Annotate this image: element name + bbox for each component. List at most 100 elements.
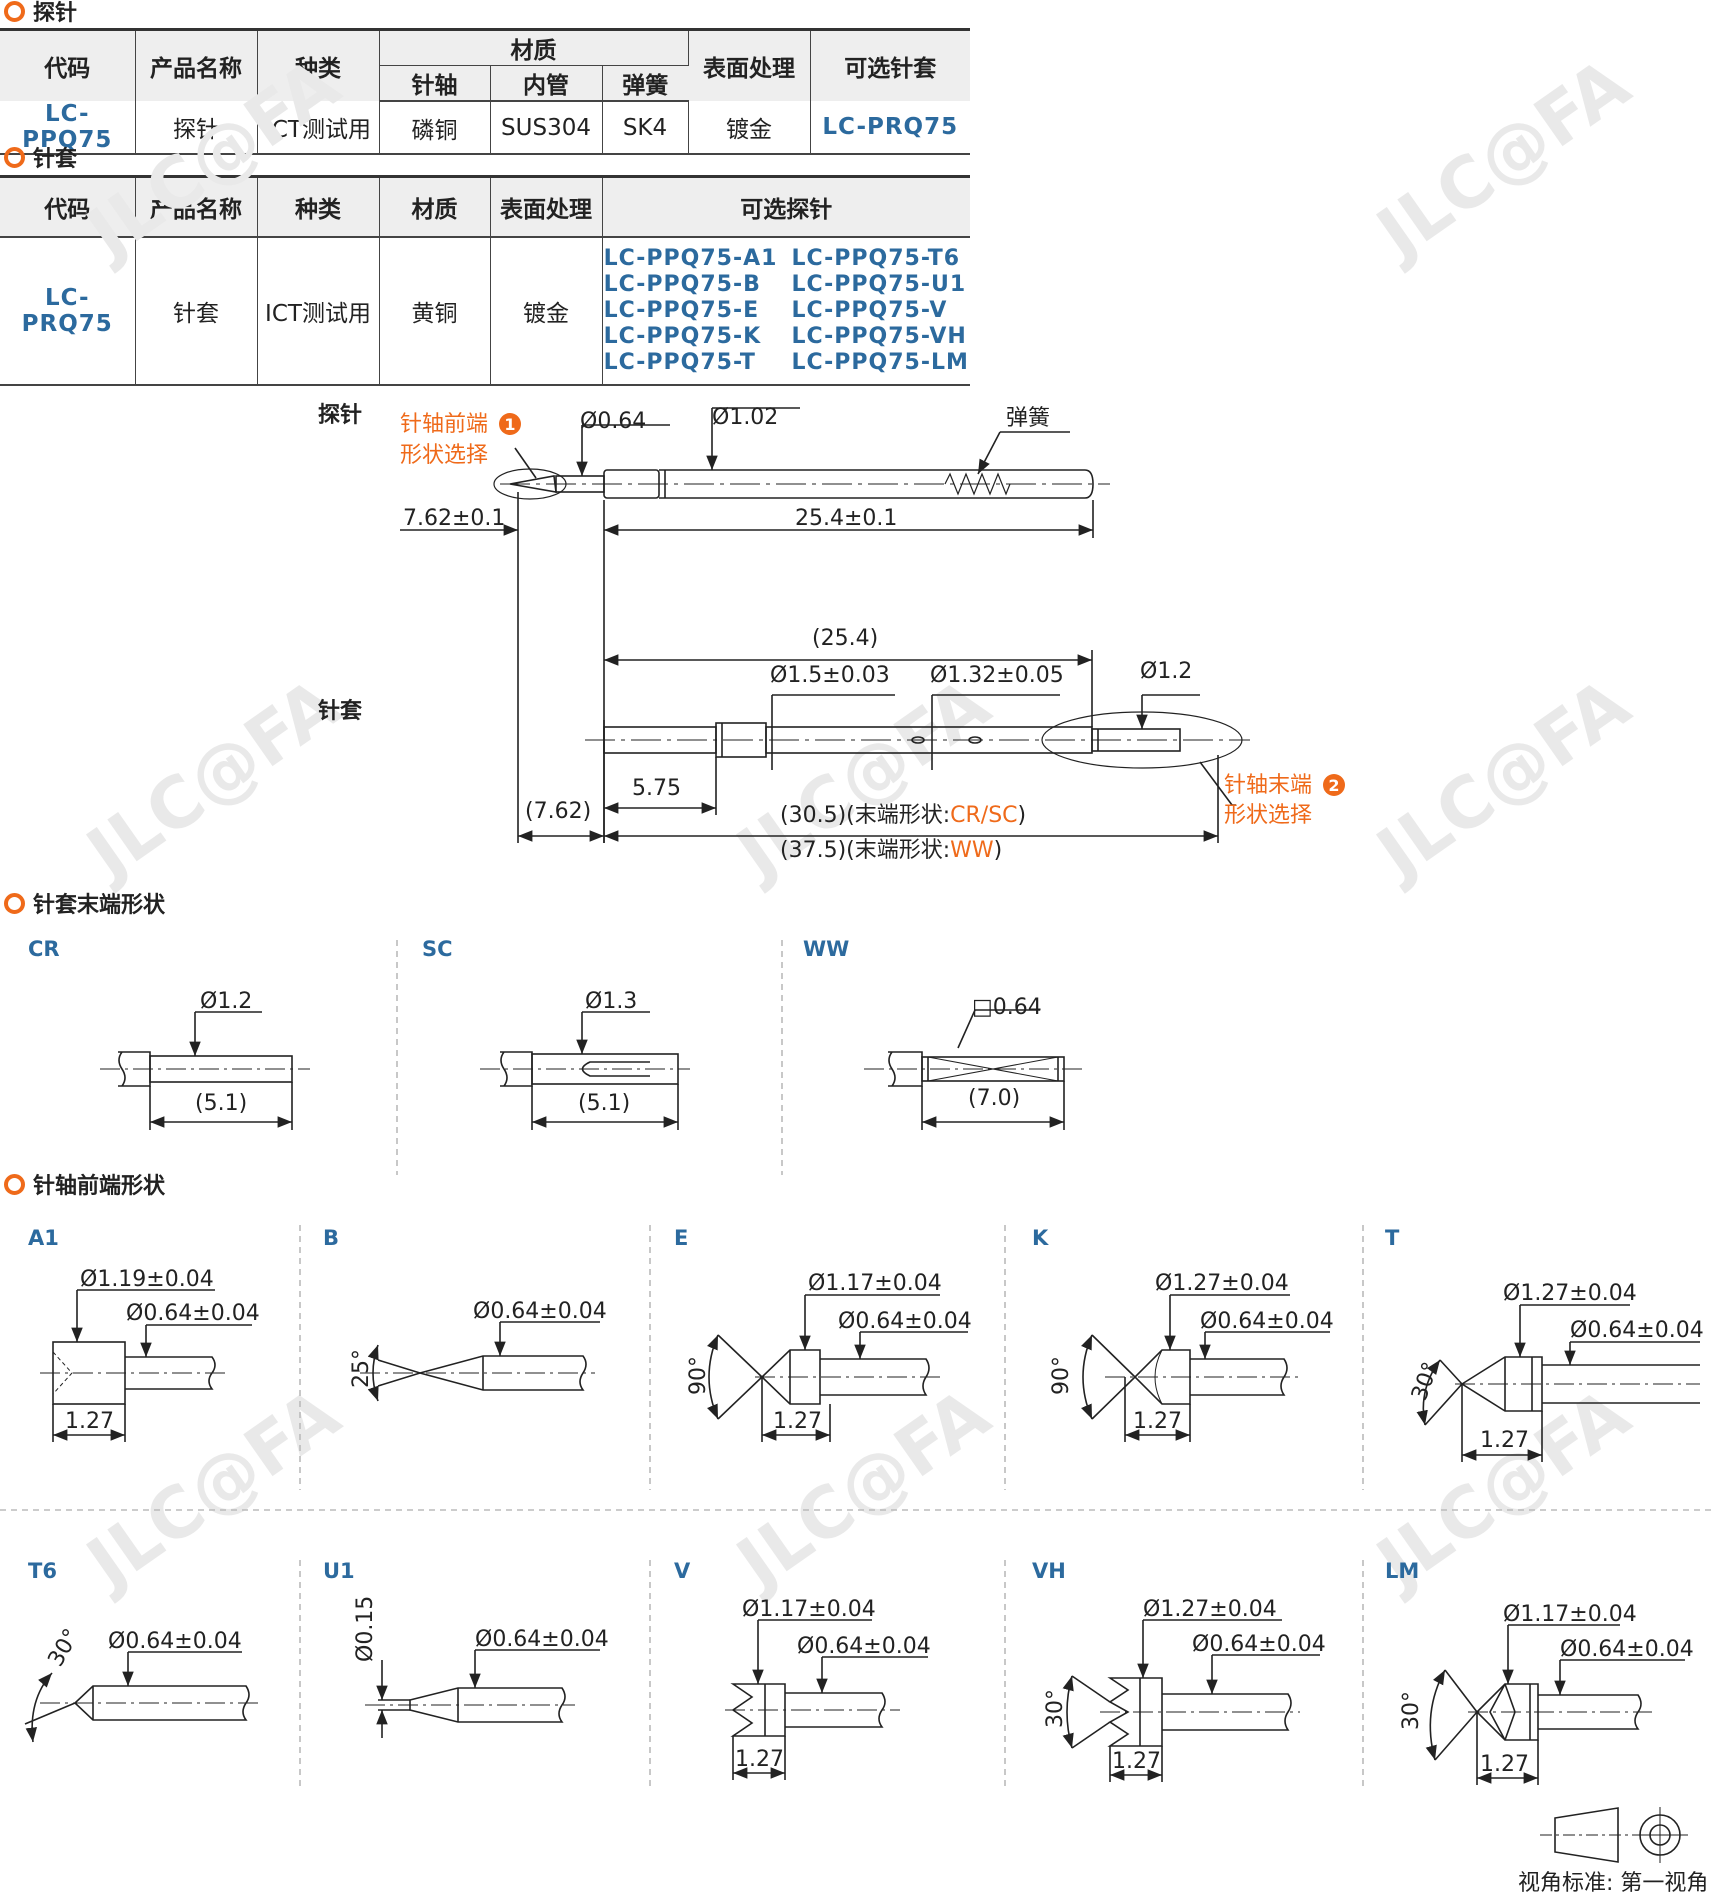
dim-label: Ø1.19±0.04 xyxy=(80,1267,214,1292)
header-sleeve: 可选针套 xyxy=(810,28,970,101)
dim-label: Ø0.64±0.04 xyxy=(1560,1637,1694,1662)
header-probes: 可选探针 xyxy=(602,175,970,238)
probe-link[interactable]: LC-PPQ75-E xyxy=(603,298,760,323)
angle-label: 30° xyxy=(1043,1689,1068,1728)
cell-kind: ICT测试用 xyxy=(257,237,380,386)
dim-label: 1.27 xyxy=(65,1409,114,1434)
section-bullet-icon xyxy=(4,146,25,168)
sleeve-drawing-label: 针套 xyxy=(318,698,362,724)
probe-link[interactable]: LC-PPQ75-VH xyxy=(791,324,967,349)
dim-254: 25.4±0.1 xyxy=(795,506,897,531)
probe-link[interactable]: LC-PPQ75-B xyxy=(603,272,761,297)
tip-code-vh: VH xyxy=(1032,1559,1066,1583)
dim-375: (37.5)(末端形状:WW) xyxy=(780,838,1002,863)
probe-link[interactable]: LC-PPQ75-A1 xyxy=(603,246,778,271)
callout1-text: 形状选择 xyxy=(400,443,488,468)
callout2-text: 针轴末端 xyxy=(1224,773,1312,798)
cell-surface: 镀金 xyxy=(688,101,811,155)
dim-label: 1.27 xyxy=(1112,1749,1161,1774)
dim-254p: (25.4) xyxy=(812,626,878,651)
dim-d064: Ø0.64 xyxy=(580,409,646,434)
dim-label: Ø0.64±0.04 xyxy=(126,1301,260,1326)
header-name: 产品名称 xyxy=(135,175,258,238)
probe-link[interactable]: LC-PPQ75-U1 xyxy=(791,272,967,297)
header-shaft: 针轴 xyxy=(379,65,491,102)
probe-link[interactable]: LC-PPQ75-K xyxy=(603,324,762,349)
table-row: LC-PPQ75 探针 ICT测试用 磷铜 SUS304 SK4 镀金 LC-P… xyxy=(0,101,970,155)
dim-label: Ø1.17±0.04 xyxy=(808,1271,942,1296)
probe-list-cell: LC-PPQ75-A1 LC-PPQ75-T6 LC-PPQ75-B LC-PP… xyxy=(602,237,971,386)
sleeve-code-link[interactable]: LC-PRQ75 xyxy=(810,101,970,155)
end-shape-code-cr: CR xyxy=(28,937,60,961)
header-code: 代码 xyxy=(0,175,136,238)
watermark-logo: JLC@FA xyxy=(1359,43,1644,276)
header-kind: 种类 xyxy=(257,175,380,238)
section-title-tip-shapes: 针轴前端形状 xyxy=(0,1169,165,1199)
probe-link[interactable]: LC-PPQ75-LM xyxy=(791,350,969,375)
probe-link[interactable]: LC-PPQ75-T6 xyxy=(791,246,961,271)
end-shape-code-ww: WW xyxy=(803,937,849,961)
section-bullet-icon xyxy=(4,0,25,22)
callout1-text: 针轴前端 xyxy=(400,412,488,437)
cell-name: 针套 xyxy=(135,237,258,386)
dim-label: Ø0.64±0.04 xyxy=(797,1634,931,1659)
dim-762p: (7.62) xyxy=(525,799,591,824)
header-kind: 种类 xyxy=(257,28,380,101)
section-title-sleeve: 针套 xyxy=(0,142,77,172)
dim-label: □0.64 xyxy=(972,995,1042,1020)
dim-d132: Ø1.32±0.05 xyxy=(930,663,1064,688)
dim-label: Ø1.2 xyxy=(200,989,252,1014)
probe-code-link[interactable]: LC-PPQ75 xyxy=(0,101,136,155)
tip-code-b: B xyxy=(323,1226,339,1250)
first-angle-projection-icon xyxy=(1540,1807,1688,1863)
dim-762: 7.62±0.1 xyxy=(403,506,505,531)
dim-label: Ø0.15 xyxy=(353,1596,378,1662)
probe-link[interactable]: LC-PPQ75-V xyxy=(791,298,948,323)
dim-label: 1.27 xyxy=(1133,1409,1182,1434)
sleeve-code-link[interactable]: LC-PRQ75 xyxy=(0,237,136,386)
section-title-probe: 探针 xyxy=(0,0,77,26)
dim-label: 1.27 xyxy=(735,1747,784,1772)
cell-shaft: 磷铜 xyxy=(379,101,491,155)
tip-code-v: V xyxy=(674,1559,691,1583)
header-name: 产品名称 xyxy=(135,28,258,101)
table-row: LC-PRQ75 针套 ICT测试用 黄铜 镀金 LC-PPQ75-A1 LC-… xyxy=(0,237,971,386)
dim-label: Ø1.3 xyxy=(585,989,637,1014)
watermark-logo: JLC@FA xyxy=(69,1373,354,1606)
tip-code-t: T xyxy=(1385,1226,1400,1250)
cell-material: 黄铜 xyxy=(379,237,491,386)
angle-label: 90° xyxy=(686,1356,711,1395)
view-standard-label: 视角标准: 第一视角 xyxy=(1518,1871,1708,1896)
dim-label: Ø1.27±0.04 xyxy=(1143,1597,1277,1622)
watermark-logo: JLC@FA xyxy=(1359,663,1644,896)
dim-label: Ø0.64±0.04 xyxy=(1200,1309,1334,1334)
tip-code-u1: U1 xyxy=(323,1559,355,1583)
dim-d102: Ø1.02 xyxy=(712,405,778,430)
header-surface: 表面处理 xyxy=(490,175,603,238)
dim-label: (7.0) xyxy=(968,1086,1020,1111)
probe-table: 代码 产品名称 种类 材质 表面处理 可选针套 针轴 内管 弹簧 LC-PPQ7… xyxy=(0,28,970,155)
dim-305: (30.5)(末端形状:CR/SC) xyxy=(780,803,1026,828)
dim-label: Ø0.64±0.04 xyxy=(473,1299,607,1324)
dim-label: (5.1) xyxy=(578,1091,630,1116)
header-surface: 表面处理 xyxy=(688,28,811,101)
probe-list: LC-PPQ75-A1 LC-PPQ75-T6 LC-PPQ75-B LC-PP… xyxy=(603,246,971,376)
callout2-badge xyxy=(1323,774,1345,796)
dim-d12: Ø1.2 xyxy=(1140,659,1192,684)
dim-label: Ø1.17±0.04 xyxy=(742,1597,876,1622)
dim-label: Ø0.64±0.04 xyxy=(1570,1318,1704,1343)
dim-label: 1.27 xyxy=(1480,1428,1529,1453)
section-bullet-icon xyxy=(4,1173,25,1195)
tip-code-a1: A1 xyxy=(28,1226,59,1250)
spring-label: 弹簧 xyxy=(1006,406,1050,431)
dim-label: Ø1.27±0.04 xyxy=(1503,1281,1637,1306)
angle-label: 30° xyxy=(1399,1691,1424,1730)
angle-label: 25° xyxy=(349,1349,374,1388)
callout1-number: 1 xyxy=(504,415,515,434)
probe-drawing-label: 探针 xyxy=(318,402,362,428)
dim-label: Ø1.17±0.04 xyxy=(1503,1602,1637,1627)
cell-surface: 镀金 xyxy=(490,237,603,386)
header-material: 材质 xyxy=(379,175,491,238)
section-bullet-icon xyxy=(4,892,25,914)
probe-link[interactable]: LC-PPQ75-T xyxy=(603,350,756,375)
